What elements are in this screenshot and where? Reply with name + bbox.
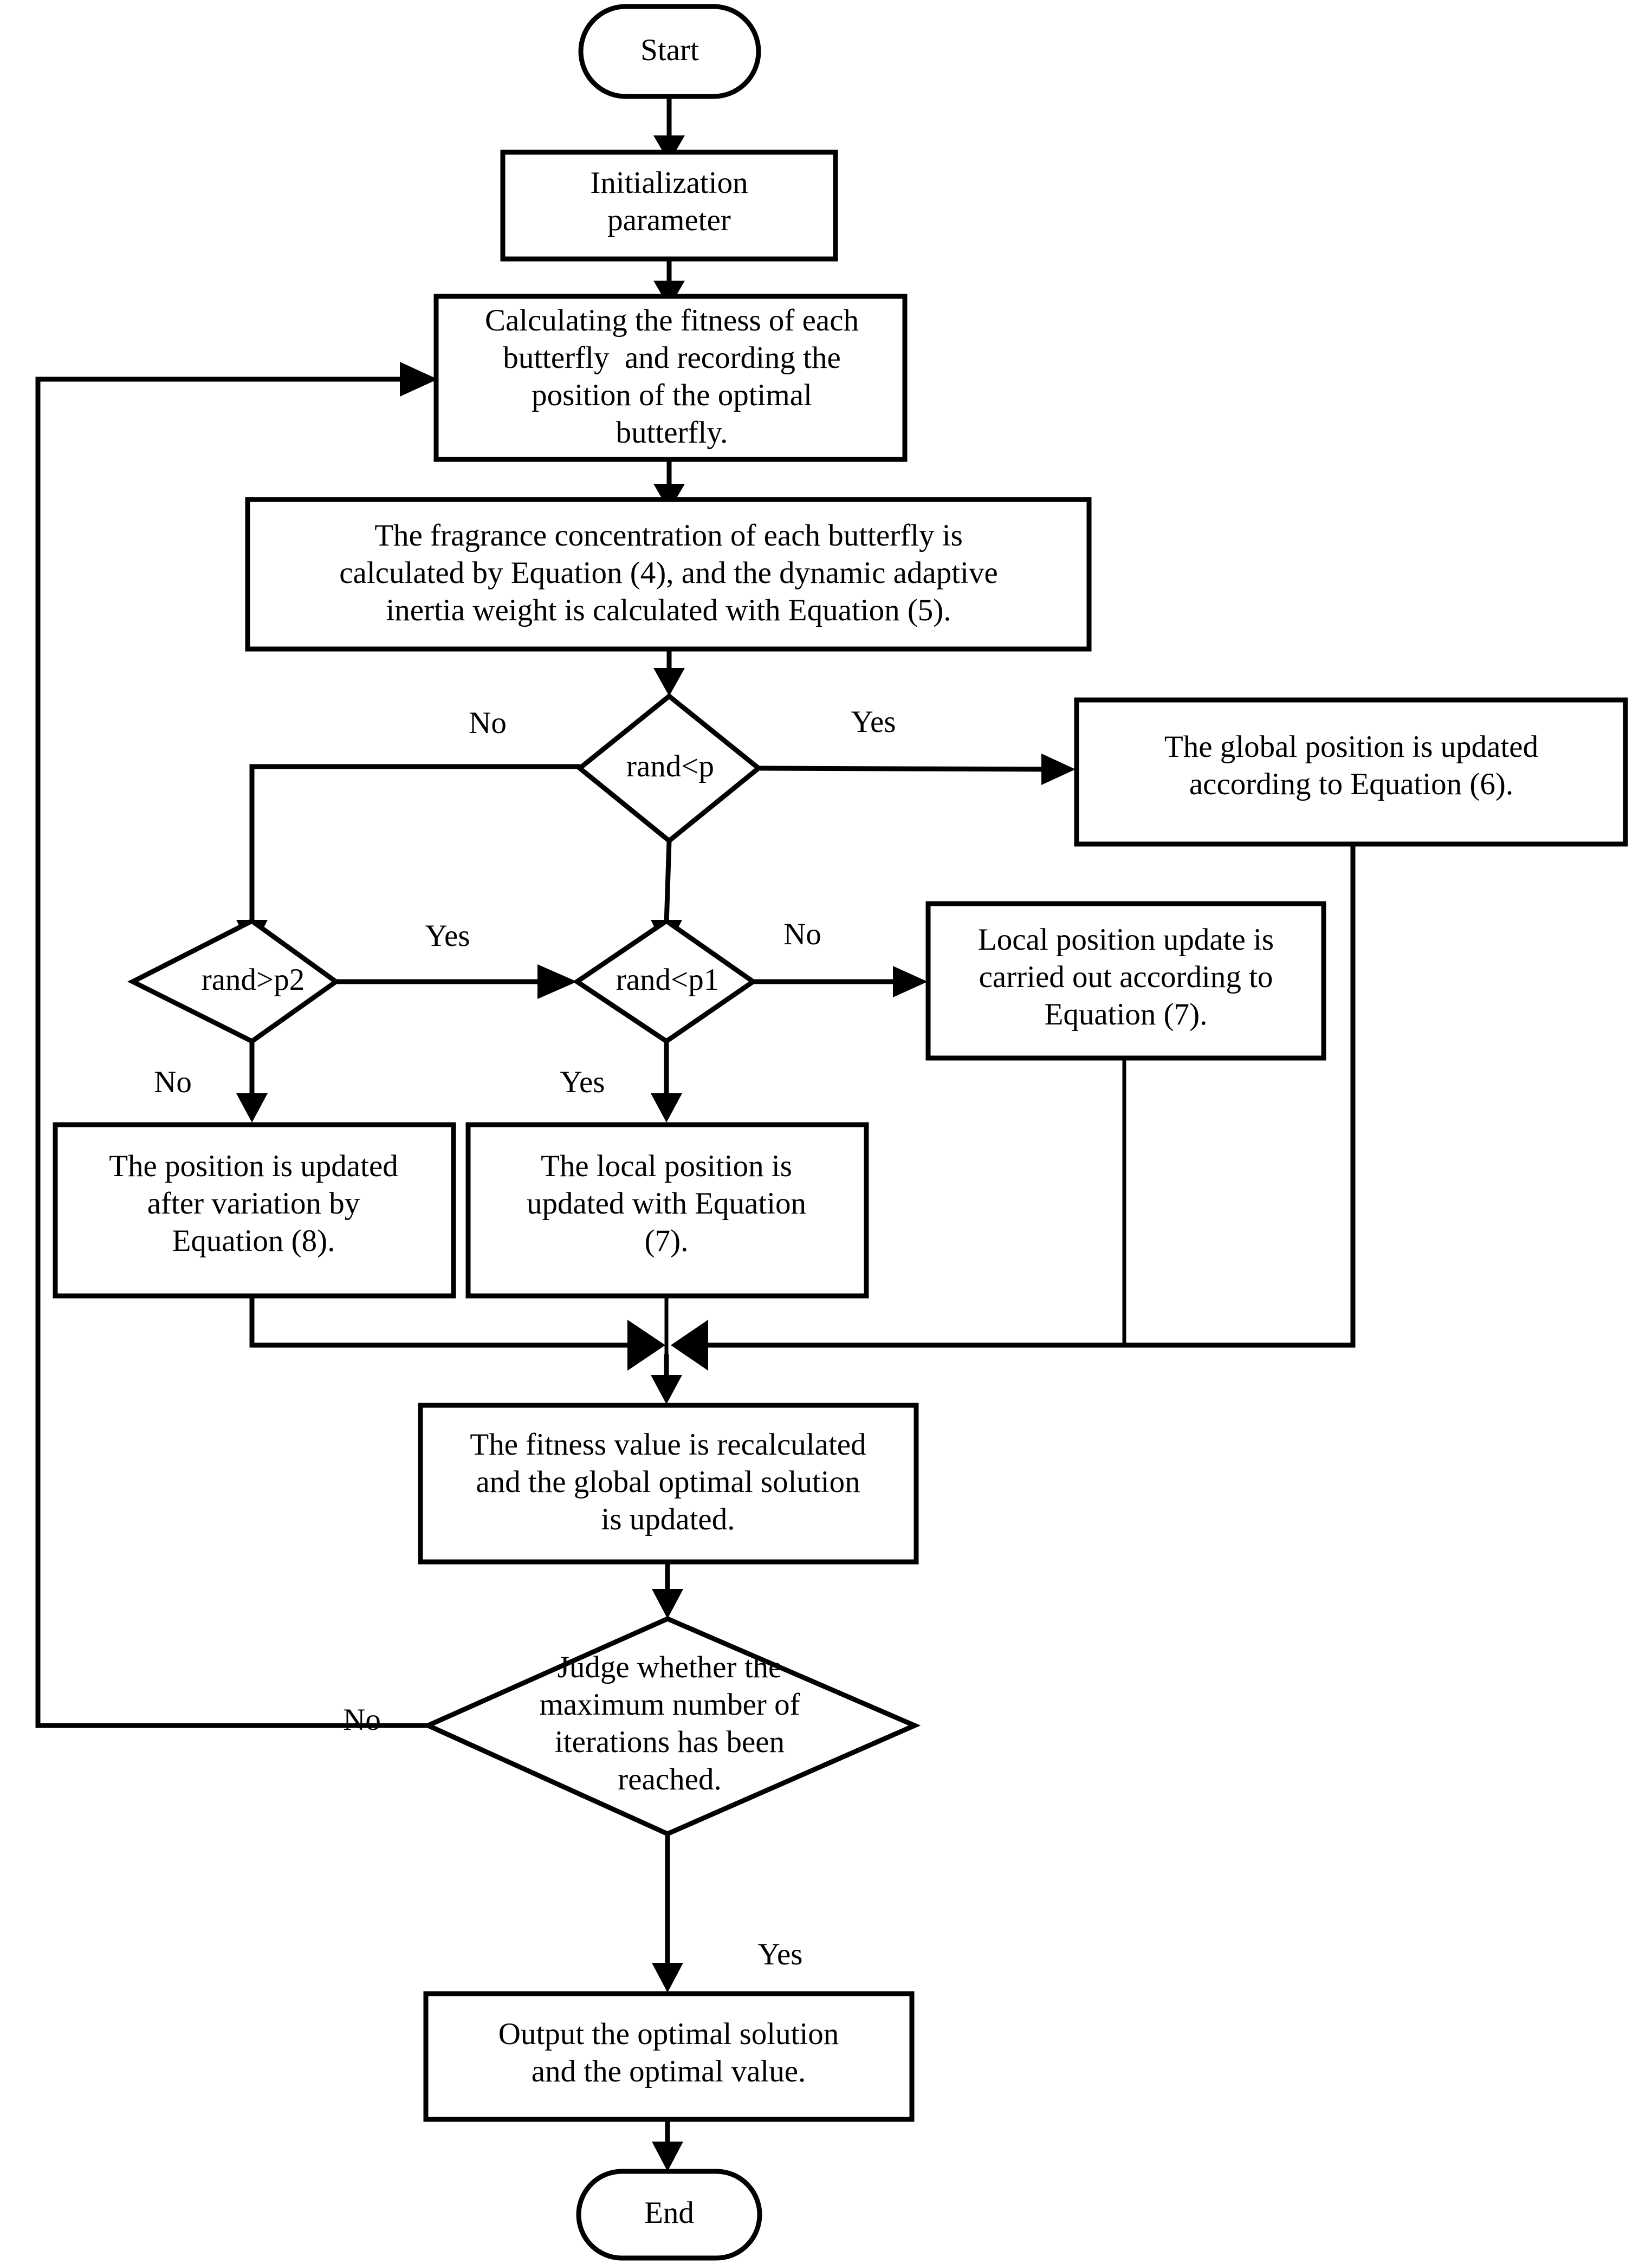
- edge-label-randp-no: No: [469, 706, 507, 740]
- node-fragrance-line1: The fragrance concentration of each butt…: [374, 518, 963, 553]
- node-fragrance-line3: inertia weight is calculated with Equati…: [386, 593, 951, 627]
- node-calculate-fitness-line3: position of the optimal: [532, 378, 812, 412]
- edge-randgtp2-no-to-variation: [236, 1040, 268, 1123]
- edge-judge-yes-to-output: [652, 1834, 683, 1993]
- edge-label-randgtp2-yes: Yes: [425, 919, 470, 953]
- node-decision-rand-lt-p1-label: rand<p1: [616, 963, 719, 997]
- node-calculate-fitness[interactable]: Calculating the fitness of each butterfl…: [433, 294, 908, 462]
- node-judge-line3: iterations has been: [555, 1725, 785, 1759]
- node-global-position-line1: The global position is updated: [1164, 730, 1538, 764]
- node-local-update-eq7-line2: updated with Equation: [527, 1186, 806, 1221]
- edge-output-to-end: [652, 2119, 683, 2171]
- node-judge-line4: reached.: [618, 1762, 721, 1796]
- node-start[interactable]: Start: [578, 4, 761, 99]
- node-local-update-carried-line3: Equation (7).: [1045, 997, 1208, 1032]
- node-decision-rand-lt-p-label: rand<p: [626, 749, 714, 783]
- edge-randp-yes-to-global: [758, 754, 1076, 785]
- edge-label-judge-yes: Yes: [758, 1937, 803, 1971]
- edge-randp-no-to-randgtp2: [236, 764, 580, 951]
- node-judge-line2: maximum number of: [539, 1688, 800, 1722]
- node-start-label: Start: [640, 33, 699, 67]
- edge-randltp1-no-to-localupdate: [753, 966, 928, 997]
- edge-randgtp2-yes-to-randltp1: [336, 964, 577, 999]
- node-output-optimal[interactable]: Output the optimal solution and the opti…: [423, 1991, 915, 2122]
- node-fragrance-line2: calculated by Equation (4), and the dyna…: [339, 556, 998, 590]
- node-local-update-carried-line2: carried out according to: [979, 960, 1273, 994]
- node-judge-line1: Judge whether the: [558, 1650, 782, 1684]
- node-variation-update-line1: The position is updated: [109, 1149, 398, 1183]
- node-variation-update-line2: after variation by: [147, 1186, 360, 1221]
- node-decision-rand-gt-p2-label: rand>p2: [202, 963, 305, 997]
- node-calculate-fitness-line4: butterfly.: [616, 416, 728, 450]
- node-local-update-carried-line1: Local position update is: [978, 923, 1274, 957]
- edge-start-to-init: [653, 96, 685, 163]
- edge-label-judge-no: No: [343, 1703, 381, 1737]
- node-initialization[interactable]: Initialization parameter: [500, 150, 838, 262]
- node-local-update-eq7-line1: The local position is: [541, 1149, 792, 1183]
- node-variation-update-line3: Equation (8).: [172, 1224, 335, 1258]
- node-global-position-update[interactable]: The global position is updated according…: [1074, 697, 1628, 847]
- node-decision-judge-iterations[interactable]: Judge whether the maximum number of iter…: [422, 1616, 921, 1837]
- node-decision-rand-lt-p[interactable]: rand<p: [575, 693, 763, 844]
- edge-variation-to-merge: [249, 1296, 665, 1371]
- node-calculate-fitness-line2: butterfly and recording the: [503, 341, 841, 375]
- node-calculate-fitness-line1: Calculating the fitness of each: [485, 303, 859, 338]
- node-fragrance-concentration[interactable]: The fragrance concentration of each butt…: [245, 497, 1092, 652]
- edge-randltp1-yes-to-localeq7: [651, 1040, 682, 1123]
- edge-judge-no-feedback: [35, 362, 438, 1728]
- node-initialization-line2: parameter: [607, 203, 731, 237]
- node-local-update-eq7[interactable]: The local position is updated with Equat…: [465, 1122, 869, 1299]
- edge-label-randltp1-yes: Yes: [560, 1065, 605, 1099]
- node-global-position-line2: according to Equation (6).: [1189, 767, 1513, 801]
- node-end-label: End: [644, 2196, 694, 2230]
- node-variation-update[interactable]: The position is updated after variation …: [53, 1122, 456, 1299]
- node-decision-rand-gt-p2[interactable]: rand>p2: [127, 918, 340, 1045]
- edge-recalc-to-judge: [652, 1562, 683, 1619]
- node-end[interactable]: End: [576, 2169, 762, 2261]
- node-decision-rand-lt-p1[interactable]: rand<p1: [572, 918, 757, 1045]
- node-local-update-eq7-line3: (7).: [645, 1224, 689, 1258]
- node-initialization-line1: Initialization: [590, 166, 748, 200]
- node-output-line1: Output the optimal solution: [498, 2017, 839, 2051]
- node-output-line2: and the optimal value.: [532, 2054, 806, 2088]
- edge-fragrance-to-randp: [653, 649, 685, 696]
- edge-global-to-merge: [671, 844, 1356, 1371]
- node-local-update-carried[interactable]: Local position update is carried out acc…: [925, 901, 1326, 1061]
- edge-label-randltp1-no: No: [783, 917, 821, 951]
- node-recalculate-fitness-line3: is updated.: [601, 1502, 735, 1536]
- node-recalculate-fitness-line1: The fitness value is recalculated: [470, 1428, 866, 1462]
- edge-localeq7-to-recalc: [651, 1296, 682, 1404]
- node-recalculate-fitness[interactable]: The fitness value is recalculated and th…: [418, 1403, 919, 1565]
- edge-label-randp-yes: Yes: [851, 705, 896, 739]
- node-recalculate-fitness-line2: and the global optimal solution: [476, 1465, 860, 1499]
- edge-label-randgtp2-no: No: [154, 1065, 192, 1099]
